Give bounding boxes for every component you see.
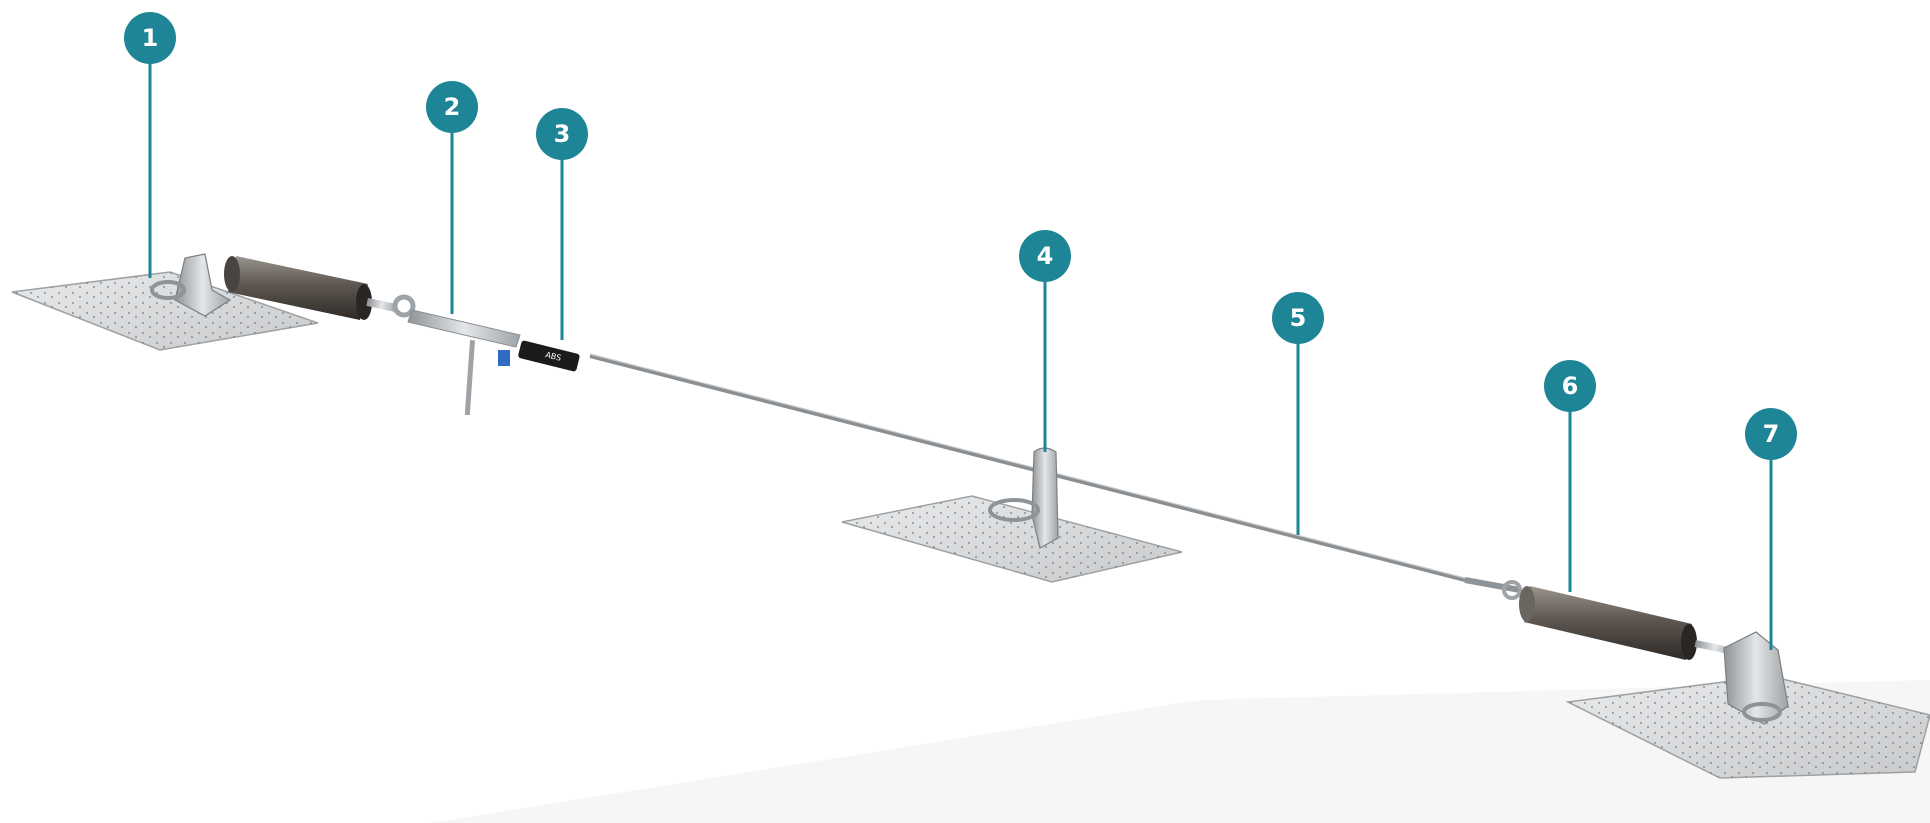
callout-6: 6 bbox=[1544, 360, 1596, 592]
callout-4: 4 bbox=[1019, 230, 1071, 452]
callout-number: 5 bbox=[1290, 304, 1307, 332]
intermediate-anchor bbox=[842, 448, 1182, 582]
callout-number: 7 bbox=[1763, 420, 1780, 448]
callout-number: 2 bbox=[444, 93, 461, 121]
callout-number: 1 bbox=[142, 24, 159, 52]
callout-number: 3 bbox=[554, 120, 571, 148]
energy-absorber-right bbox=[1465, 580, 1735, 660]
cable-tensioner: ABS bbox=[518, 340, 581, 372]
callout-7: 7 bbox=[1745, 408, 1797, 650]
callout-1: 1 bbox=[124, 12, 176, 278]
callout-number: 6 bbox=[1562, 372, 1579, 400]
callout-2: 2 bbox=[426, 81, 478, 314]
callout-3: 3 bbox=[536, 108, 588, 340]
callout-5: 5 bbox=[1272, 292, 1324, 535]
callout-number: 4 bbox=[1037, 242, 1054, 270]
tension-indicator bbox=[408, 310, 520, 415]
